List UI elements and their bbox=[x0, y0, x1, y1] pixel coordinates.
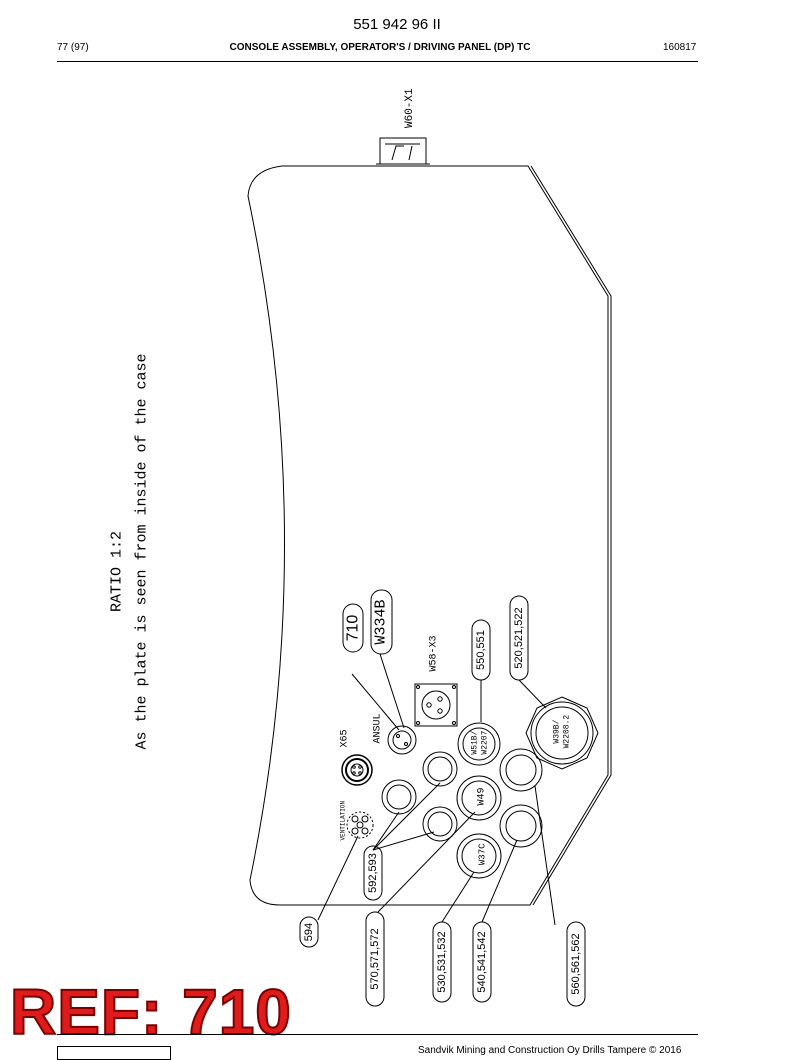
ansul-label: ANSUL bbox=[373, 713, 384, 743]
gland-592-upper bbox=[381, 779, 417, 815]
w37c-label: W37C bbox=[477, 843, 487, 865]
w39b-label-top: W39B/ bbox=[553, 719, 562, 743]
page-title: CONSOLE ASSEMBLY, OPERATOR'S / DRIVING P… bbox=[229, 42, 531, 53]
gland-w39b bbox=[525, 696, 599, 770]
callout-592-bubble bbox=[363, 845, 383, 901]
document-date: 160817 bbox=[663, 42, 697, 53]
callout-530-bubble bbox=[432, 921, 452, 1003]
callout-560-bubble bbox=[566, 921, 586, 1007]
gland-540-lower bbox=[499, 804, 543, 848]
callout-594: 594 bbox=[303, 923, 315, 941]
callout-560: 560,561,562 bbox=[570, 933, 582, 994]
callout-594-bubble bbox=[299, 916, 319, 948]
callout-710-bubble bbox=[342, 603, 364, 653]
gland-w49 bbox=[456, 775, 502, 821]
ventilation-outlet bbox=[346, 811, 374, 839]
callout-710: 710 bbox=[345, 615, 362, 642]
callout-540: 540,541,542 bbox=[476, 931, 488, 992]
view-note: As the plate is seen from inside of the … bbox=[134, 353, 151, 749]
callout-550-bubble bbox=[471, 619, 491, 681]
callout-540-bubble bbox=[472, 921, 492, 1003]
gland-w51b bbox=[457, 722, 501, 766]
gland-540-upper bbox=[499, 748, 543, 792]
document-number: 551 942 96 II bbox=[353, 16, 441, 33]
callout-520: 520,521,522 bbox=[513, 607, 525, 668]
callout-520-bubble bbox=[509, 595, 529, 681]
gland-592-mid bbox=[422, 806, 458, 842]
leader-lines bbox=[317, 653, 556, 926]
w51b-label-top: W51B/ bbox=[471, 730, 480, 754]
callout-530: 530,531,532 bbox=[436, 931, 448, 992]
company-logo bbox=[57, 1046, 171, 1060]
page-number: 77 (97) bbox=[57, 42, 89, 53]
connector-w58-x3 bbox=[414, 683, 458, 727]
w39b-label-bottom: W2208.2 bbox=[563, 715, 572, 749]
connector-ansul bbox=[387, 725, 417, 755]
gland-592-lower bbox=[422, 751, 458, 787]
gland-w37c bbox=[456, 833, 502, 879]
w58-x3-label: W58-X3 bbox=[429, 635, 440, 671]
header-divider bbox=[57, 61, 698, 62]
footer-copyright: Sandvik Mining and Construction Oy Drill… bbox=[418, 1045, 682, 1056]
footer-divider bbox=[57, 1034, 698, 1035]
callout-570: 570,571,572 bbox=[369, 928, 381, 989]
plate-edge bbox=[530, 165, 612, 906]
callout-550: 550,551 bbox=[475, 630, 487, 670]
connector-w60-label: W60-X1 bbox=[404, 88, 416, 128]
ratio-label: RATIO 1:2 bbox=[109, 531, 126, 612]
w49-label: W49 bbox=[477, 787, 488, 805]
callout-592: 592,593 bbox=[367, 853, 379, 893]
connector-w60-x1 bbox=[376, 137, 430, 165]
callout-w334b: W334B bbox=[373, 599, 390, 644]
ventilation-label: VENTILATION bbox=[340, 800, 347, 840]
callout-570-bubble bbox=[365, 911, 385, 1007]
plate-outline bbox=[247, 165, 609, 906]
x65-label: X65 bbox=[340, 729, 351, 747]
connector-x65 bbox=[341, 754, 373, 786]
callout-w334b-bubble bbox=[370, 589, 393, 655]
w51b-label-bottom: W2207 bbox=[481, 730, 490, 754]
